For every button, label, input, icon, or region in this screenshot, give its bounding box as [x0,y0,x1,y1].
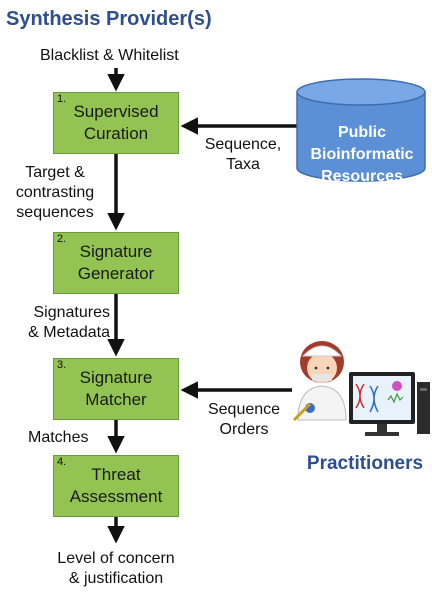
step-signature-matcher: 3. Signature Matcher [53,358,179,420]
edge-label-sequence-orders: Sequence Orders [207,401,281,438]
step-supervised-curation: 1. Supervised Curation [53,92,179,154]
database-icon [296,78,426,182]
step-number: 4. [57,456,67,468]
step-label-line1: Threat [91,465,141,484]
edge-label-matches: Matches [28,429,89,446]
output-label: Level of concern & justification [57,550,175,587]
step-number: 2. [57,233,67,245]
step-threat-assessment: 4. Threat Assessment [53,455,179,517]
step-number: 1. [57,93,67,105]
step-label-line2: Curation [83,124,149,143]
practitioners-label: Practitioners [306,453,424,474]
step-label-line1: Signature [79,242,153,261]
step-label-line2: Matcher [85,390,147,409]
practitioner-icon [292,341,347,422]
edge-label-signatures: Signatures & Metadata [28,304,110,341]
step-signature-generator: 2. Signature Generator [53,232,179,294]
step-number: 3. [57,359,67,371]
diagram-title: Synthesis Provider(s) [6,8,212,30]
computer-icon [349,372,430,436]
step-label-line2: Assessment [69,487,163,506]
step-label-line1: Signature [79,368,153,387]
step-label-line2: Generator [77,264,155,283]
step-label-line1: Supervised [73,102,159,121]
database-label: Public Bioinformatic Resources [310,124,414,185]
edge-label-sequence-taxa: Sequence, Taxa [204,136,282,173]
edge-label-target: Target & contrasting sequences [15,164,95,221]
input-label: Blacklist & Whitelist [40,47,179,64]
